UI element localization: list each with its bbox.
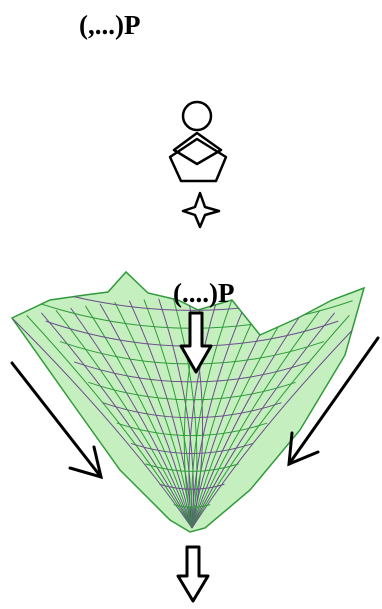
mesh-line — [116, 422, 268, 437]
mesh-line — [130, 442, 254, 454]
diamond-icon — [172, 131, 223, 166]
pentagon-icon — [168, 137, 228, 183]
shape-stack — [168, 100, 228, 229]
mesh-line — [191, 315, 350, 529]
mesh-line — [55, 310, 193, 529]
mesh-line — [191, 299, 233, 529]
mesh-line — [26, 315, 193, 529]
mesh-line — [88, 381, 296, 401]
surface-label: (....)P — [173, 278, 235, 308]
mesh-line — [73, 361, 311, 383]
diagonal-arrow-icon — [287, 336, 380, 467]
mesh-line — [191, 307, 306, 529]
top-label: (,...)P — [79, 10, 141, 40]
mesh-line — [173, 504, 211, 508]
mesh-line — [145, 463, 239, 472]
four-point-star-icon — [181, 191, 221, 229]
down-arrow-icon — [179, 311, 213, 374]
mesh-line — [12, 317, 193, 529]
mesh-line — [84, 305, 193, 529]
mesh-line — [191, 317, 364, 529]
mesh-line — [188, 298, 218, 529]
arrows — [10, 311, 380, 603]
surface-fill — [10, 270, 366, 533]
mesh-line — [191, 312, 336, 529]
diagonal-arrow-icon — [10, 361, 104, 480]
mesh-line — [159, 483, 225, 490]
mesh-line — [70, 307, 193, 529]
mesh-line — [99, 303, 193, 529]
mesh-line — [191, 301, 262, 529]
mesh-line — [191, 310, 321, 529]
bowl-surface — [10, 270, 366, 533]
mesh-line — [191, 300, 248, 529]
circle-icon — [181, 100, 213, 132]
mesh-line — [40, 312, 193, 529]
down-arrow-icon — [176, 545, 210, 603]
mesh-line — [102, 402, 282, 419]
mesh-line — [191, 305, 292, 529]
